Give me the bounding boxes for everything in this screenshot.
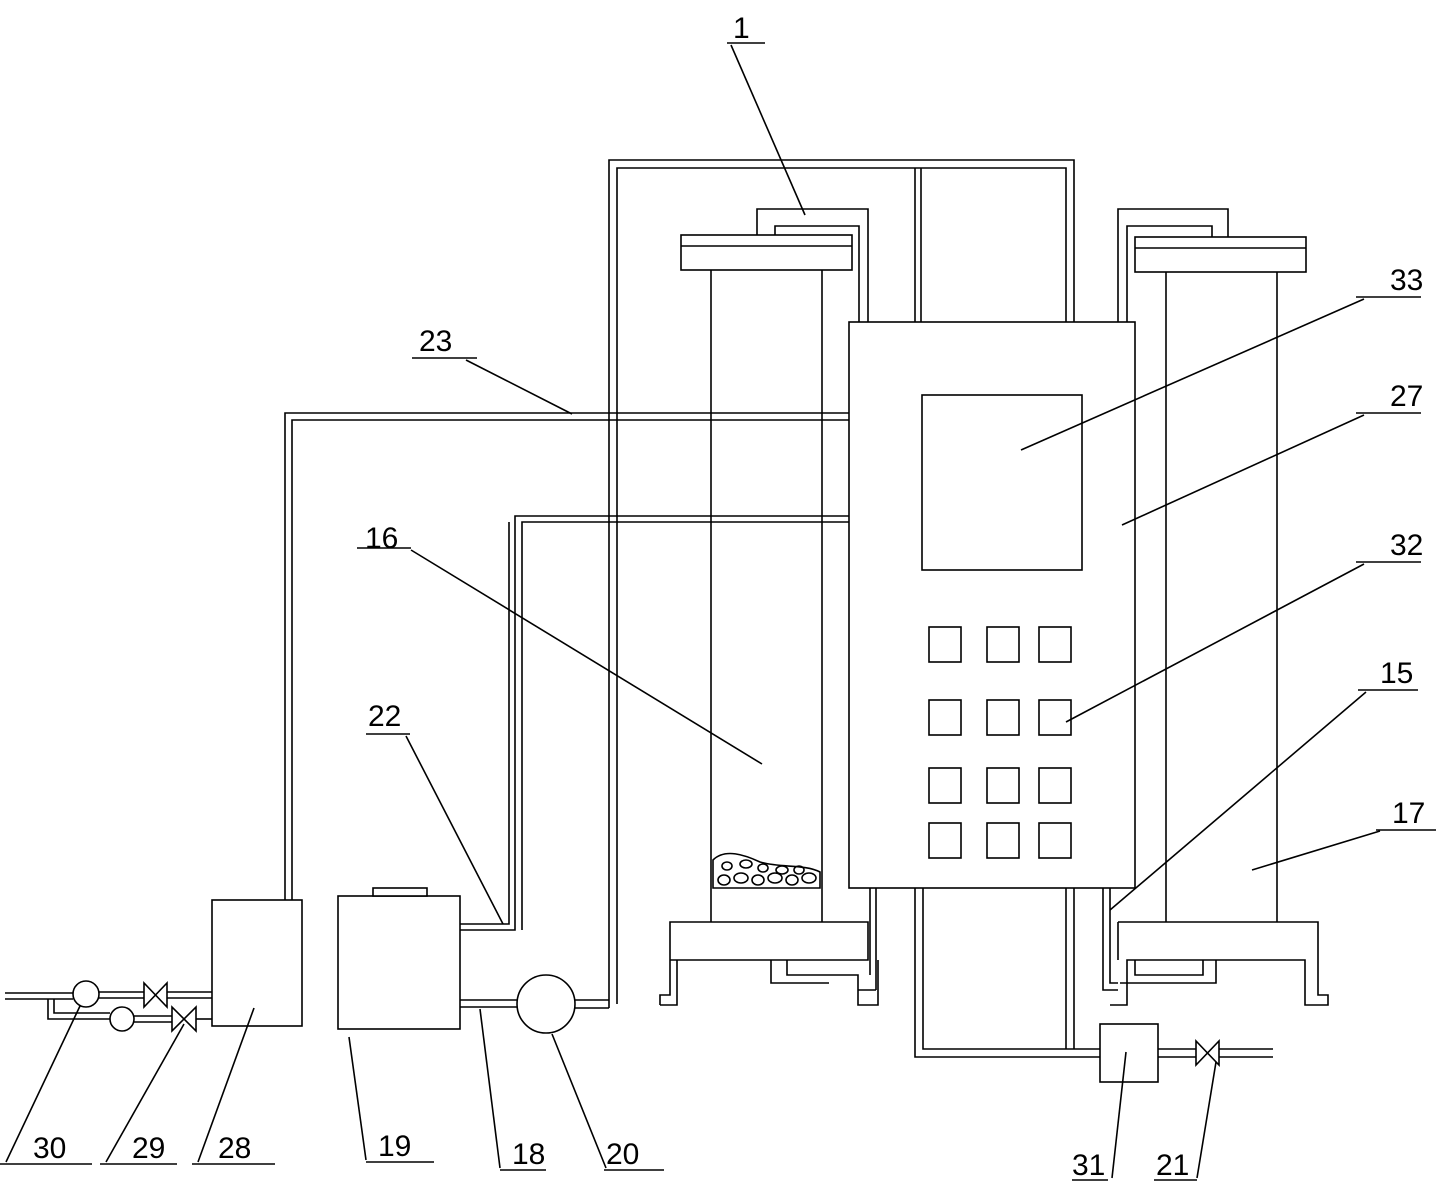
leader-lines	[0, 42, 1436, 1181]
tank-19	[337, 887, 461, 1030]
outlet-piping	[1099, 1023, 1273, 1083]
label-33: 33	[1390, 264, 1423, 297]
meter-lower	[109, 1006, 135, 1032]
label-18: 18	[512, 1138, 545, 1171]
label-30: 30	[33, 1132, 66, 1165]
label-29: 29	[132, 1132, 165, 1165]
label-17: 17	[1392, 797, 1425, 830]
label-20: 20	[606, 1138, 639, 1171]
part-labels: 1 33 27 32 15 17 23 16 22 30 29 28 19 18…	[33, 12, 1425, 1182]
control-box	[848, 321, 1136, 889]
label-28: 28	[218, 1132, 251, 1165]
right-column	[1102, 208, 1329, 1006]
device-31	[1099, 1023, 1159, 1083]
button-grid	[928, 626, 1072, 859]
label-21: 21	[1156, 1149, 1189, 1182]
label-19: 19	[378, 1130, 411, 1163]
label-16: 16	[365, 522, 398, 555]
label-23: 23	[419, 325, 452, 358]
valve-29	[171, 1005, 197, 1033]
outer-frame	[608, 159, 1100, 1058]
label-27: 27	[1390, 380, 1423, 413]
pump-20	[516, 974, 576, 1034]
valve-upper	[143, 981, 168, 1009]
pipe-18	[460, 999, 609, 1009]
pipe-23	[284, 412, 849, 900]
label-31: 31	[1072, 1149, 1105, 1182]
tank-28	[211, 899, 303, 1027]
label-1: 1	[733, 12, 750, 45]
display-screen	[921, 394, 1083, 571]
inlet-piping	[5, 980, 212, 1033]
pipe-22	[460, 515, 849, 931]
label-32: 32	[1390, 529, 1423, 562]
left-column	[659, 208, 879, 1006]
valve-21	[1195, 1039, 1220, 1067]
label-15: 15	[1380, 657, 1413, 690]
label-22: 22	[368, 700, 401, 733]
meter-30	[72, 980, 100, 1008]
